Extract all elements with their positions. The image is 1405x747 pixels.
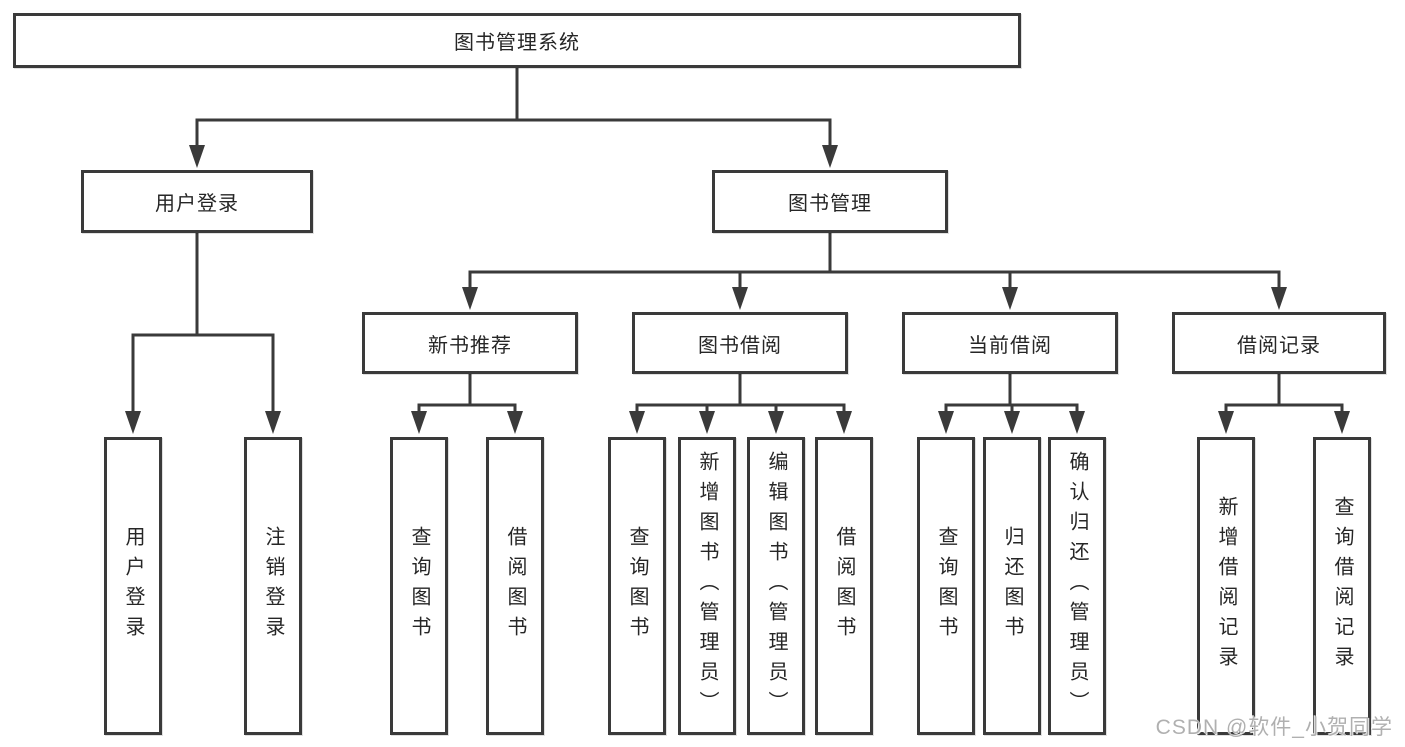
node-user-login: 用户登录 [81,170,313,233]
leaf-records-add-record: 新增借阅记录 [1197,437,1255,735]
node-borrowing-records: 借阅记录 [1172,312,1386,374]
leaf-borrowing-edit-books-admin: 编辑图书（管理员） [747,437,805,735]
leaf-records-query-record: 查询借阅记录 [1313,437,1371,735]
node-book-borrowing: 图书借阅 [632,312,848,374]
leaf-newbook-borrow-books: 借阅图书 [486,437,544,735]
leaf-borrowing-borrow-books: 借阅图书 [815,437,873,735]
node-root-library-management-system: 图书管理系统 [13,13,1021,68]
leaf-borrowing-add-books-admin: 新增图书（管理员） [678,437,736,735]
node-new-book-recommend: 新书推荐 [362,312,578,374]
csdn-watermark: CSDN @软件_小贺同学 [1155,716,1393,739]
leaf-user-login: 用户登录 [104,437,162,735]
leaf-current-confirm-return-admin: 确认归还（管理员） [1048,437,1106,735]
node-current-borrowing: 当前借阅 [902,312,1118,374]
leaf-current-return-books: 归还图书 [983,437,1041,735]
leaf-logout: 注销登录 [244,437,302,735]
node-book-management: 图书管理 [712,170,948,233]
leaf-borrowing-query-books: 查询图书 [608,437,666,735]
leaf-newbook-query-books: 查询图书 [390,437,448,735]
leaf-current-query-books: 查询图书 [917,437,975,735]
